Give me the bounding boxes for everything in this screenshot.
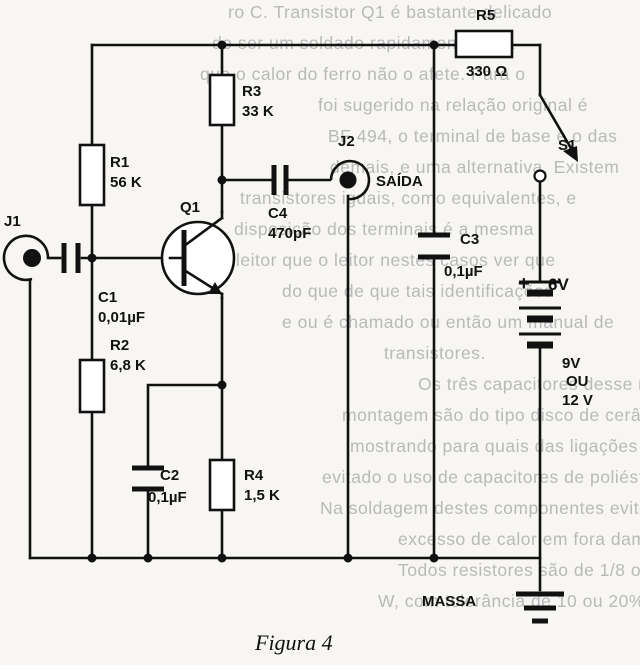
s1-name: S1 [558,137,576,154]
ground-label: MASSA [422,593,476,610]
junction-dot [429,553,439,563]
capacitor-c3 [418,232,450,260]
switch-s1 [533,93,578,183]
r4-name: R4 [244,467,264,484]
background-text-line: do que de que tais identificações [282,281,553,301]
r2-value: 6,8 K [110,357,146,374]
r1-name: R1 [110,154,129,171]
jack-j2 [329,159,371,201]
battery-alt-9v: 9V [562,355,580,372]
resistor-r4 [208,458,236,512]
battery-voltage: 6V [548,275,569,294]
background-text-line: demais, e uma alternativa. Existem [330,157,619,177]
figure-caption: Figura 4 [254,630,333,655]
background-text-line: mostrando para quais das ligações deve [350,436,640,456]
junction-dot [143,553,153,563]
junction-dot [87,553,97,563]
junction-dots [87,40,439,563]
capacitor-c4 [271,165,289,195]
background-text-line: Os três capacitores desse monta- [418,374,640,394]
background-text-line: transistores iguais, como equivalentes, … [240,188,577,208]
junction-dot [87,253,97,263]
background-text-line: W, com tolerância de 10 ou 20%. Os valo- [378,591,640,611]
junction-dot [217,175,227,185]
resistor-r5 [454,29,514,59]
background-text-line: montagem são do tipo disco de cerâmica, [342,405,640,425]
r1-value: 56 K [110,174,142,191]
resistor-r1 [78,143,106,207]
junction-dot [429,40,439,50]
battery [519,280,561,349]
transistor-q1 [160,210,236,300]
c2-name: C2 [160,467,179,484]
background-text-line: excesso de calor em fora damnos-los. [398,529,640,549]
r4-value: 1,5 K [244,487,280,504]
capacitor-c2 [132,465,164,492]
ground-symbol-icon [516,591,564,624]
r3-value: 33 K [242,103,274,120]
jack-j1 [2,234,50,282]
c4-name: C4 [268,205,288,222]
j2-name: J2 [338,133,355,150]
background-text-line: disposição dos terminais é a mesma [234,219,534,239]
j1-name: J1 [4,213,21,230]
battery-plus-sign: + [518,273,530,295]
emitter-arrow-icon [208,282,222,294]
background-text-line: foi sugerido na relação original é [318,95,588,115]
junction-dot [217,380,227,390]
background-text-line: e ou é chamado ou então um manual de [282,312,614,332]
r2-name: R2 [110,337,129,354]
background-text: ro C. Transistor Q1 é bastante delicado d… [200,2,640,611]
c3-value: 0,1µF [444,263,483,280]
switch-arrow-icon [563,146,578,162]
capacitor-c1 [61,243,81,273]
background-text-line: que o calor do ferro não o afete. Para o [200,64,525,84]
junction-dot [217,40,227,50]
labels: R1 56 K R2 6,8 K R3 33 K R4 1,5 K R5 330… [4,7,593,610]
battery-alt-or: OU [566,373,589,390]
c1-value: 0,01µF [98,309,145,326]
j2-label: SAÍDA [376,173,423,190]
battery-alt-12v: 12 V [562,392,593,409]
c4-value: 470pF [268,225,311,242]
background-text-line: Todos resistores são de 1/8 ou 1/4 [398,560,640,580]
background-text-line: Na soldagem destes componentes evite o [320,498,640,518]
junction-dot [217,553,227,563]
c2-value: 0,1µF [148,489,187,506]
background-text-line: BF 494, o terminal de base e o das [328,126,617,146]
q1-name: Q1 [180,199,200,216]
junction-dot [343,553,353,563]
background-text-line: ro C. Transistor Q1 é bastante delicado [228,2,552,22]
background-text-line: evitado o uso de capacitores de poliéste… [322,467,640,487]
r5-value: 330 Ω [466,63,507,80]
background-text-line: de ser um soldado rapidamente para [212,33,515,53]
c3-name: C3 [460,231,479,248]
resistor-r3 [208,73,236,127]
resistor-r2 [78,358,106,414]
r5-name: R5 [476,7,495,24]
c1-name: C1 [98,289,117,306]
wires [28,43,542,592]
background-text-line: leitor que o leitor nestes casos ver que [236,250,556,270]
r3-name: R3 [242,83,261,100]
